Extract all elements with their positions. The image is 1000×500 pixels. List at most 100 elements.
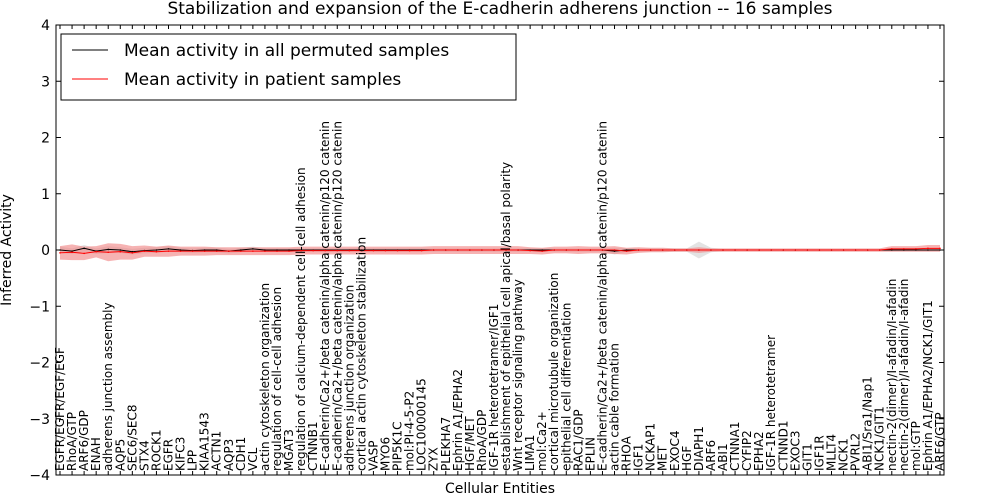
x-tick-label: Wnt receptor signaling pathway [511, 279, 525, 471]
point-patient [806, 249, 809, 251]
point-patient [107, 251, 110, 254]
point-permuted [903, 249, 905, 251]
y-tick-label: 1 [41, 187, 50, 203]
x-tick-label: RhoA/GTP [65, 412, 79, 471]
point-patient [758, 249, 760, 251]
x-axis: EGFR/EGFR/EGF/EGFRhoA/GTPARF6/GDPENAHadh… [53, 25, 947, 475]
point-patient [553, 249, 556, 251]
point-patient [698, 249, 700, 251]
point-permuted [83, 247, 85, 250]
point-permuted [288, 249, 290, 251]
x-tick-label: Ephrin A1/EPHA2/NCK1/GIT1 [921, 300, 935, 471]
x-tick-label: CTNNB1 [306, 421, 320, 471]
point-patient [348, 249, 351, 252]
point-permuted [179, 249, 182, 251]
x-tick-label: GIT1 [800, 443, 814, 471]
x-tick-label: STX4 [137, 440, 151, 471]
point-patient [432, 249, 435, 251]
point-patient [577, 249, 580, 251]
x-tick-label: ARF6/GDP [77, 410, 91, 471]
point-patient [131, 252, 134, 254]
x-tick-label: EXOC3 [788, 431, 802, 472]
point-patient [83, 252, 85, 255]
x-tick-label: KIFC3 [174, 437, 188, 471]
x-tick-label: IGF1R [812, 435, 826, 471]
x-tick-label: ZYX [427, 447, 441, 471]
x-tick-label: RAC1/GDP [571, 409, 585, 471]
point-patient [529, 249, 531, 252]
point-patient [457, 249, 459, 251]
x-tick-label: LOC100000145 [415, 378, 429, 471]
point-patient [179, 250, 182, 252]
x-tick-label: actin cable formation [608, 343, 622, 471]
series-lines [59, 247, 941, 255]
x-tick-label: cortical microtubule organization [547, 273, 561, 471]
x-tick-label: nectin-2(dimer)/I-afadin/I-afadin [897, 279, 911, 471]
x-tick-label: IGF-1R heterotetramer [764, 335, 778, 471]
point-permuted [541, 249, 543, 251]
point-patient [288, 250, 290, 252]
x-tick-label: VCL [246, 447, 260, 471]
point-patient [866, 249, 869, 251]
x-tick-label: VASP [366, 440, 380, 471]
x-tick-label: EPLIN [583, 437, 597, 471]
x-tick-label: EGFR [161, 439, 175, 471]
x-tick-label: MET [656, 445, 670, 471]
x-tick-label: SEC6/SEC8 [125, 405, 139, 471]
legend-label-patient: Mean activity in patient samples [124, 70, 401, 90]
point-patient [264, 250, 266, 252]
point-permuted [119, 249, 122, 251]
point-permuted [264, 249, 266, 251]
x-tick-label: ABI1 [716, 443, 730, 471]
x-tick-label: LPP [186, 450, 200, 471]
point-patient [637, 249, 640, 251]
point-patient [444, 249, 447, 251]
point-patient [143, 250, 146, 252]
point-permuted [155, 249, 158, 251]
x-tick-label: adherens junction organization [342, 285, 356, 471]
x-tick-label: PVRL2 [849, 433, 863, 471]
point-patient [686, 249, 688, 251]
point-patient [95, 250, 97, 253]
point-permuted [276, 249, 278, 251]
x-tick-label: DIAPH1 [692, 426, 706, 471]
point-permuted [203, 249, 206, 251]
x-tick-label: Ephrin A1/EPHA2 [451, 369, 465, 471]
point-patient [939, 247, 941, 250]
point-patient [119, 250, 122, 253]
point-permuted [613, 250, 616, 252]
point-patient [601, 249, 604, 251]
point-patient [384, 249, 387, 252]
y-axis-label: Inferred Activity [0, 194, 15, 306]
point-patient [782, 249, 785, 251]
x-tick-label: MYO6 [378, 437, 392, 471]
point-patient [505, 249, 507, 251]
point-patient [215, 250, 218, 252]
x-tick-label: NCK1 [837, 438, 851, 471]
point-patient [722, 249, 724, 251]
x-tick-label: EGFR/EGFR/EGF/EGF [53, 347, 67, 471]
x-tick-label: HGF [680, 446, 694, 471]
point-patient [336, 249, 339, 252]
x-tick-label: ENAH [89, 437, 103, 471]
y-tick-label: 3 [41, 74, 50, 90]
y-tick-label: 4 [41, 18, 50, 34]
x-tick-label: actin cytoskeleton organization [258, 283, 272, 471]
point-patient [155, 250, 158, 253]
point-patient [818, 249, 821, 251]
x-tick-label: ARF6 [704, 440, 718, 471]
point-patient [167, 250, 170, 252]
x-tick-label: CDH1 [234, 437, 248, 471]
point-patient [565, 249, 568, 251]
point-patient [878, 249, 881, 251]
point-patient [191, 250, 194, 252]
x-tick-label: adherens junction assembly [101, 302, 115, 471]
point-patient [276, 250, 278, 252]
x-tick-label: CTNND1 [776, 420, 790, 471]
legend: Mean activity in all permuted samples Me… [60, 33, 517, 101]
point-patient [842, 249, 845, 251]
point-patient [300, 249, 302, 252]
x-tick-label: ROCK1 [149, 429, 163, 471]
x-tick-label: KIAA1543 [198, 412, 212, 471]
point-permuted [131, 250, 134, 253]
